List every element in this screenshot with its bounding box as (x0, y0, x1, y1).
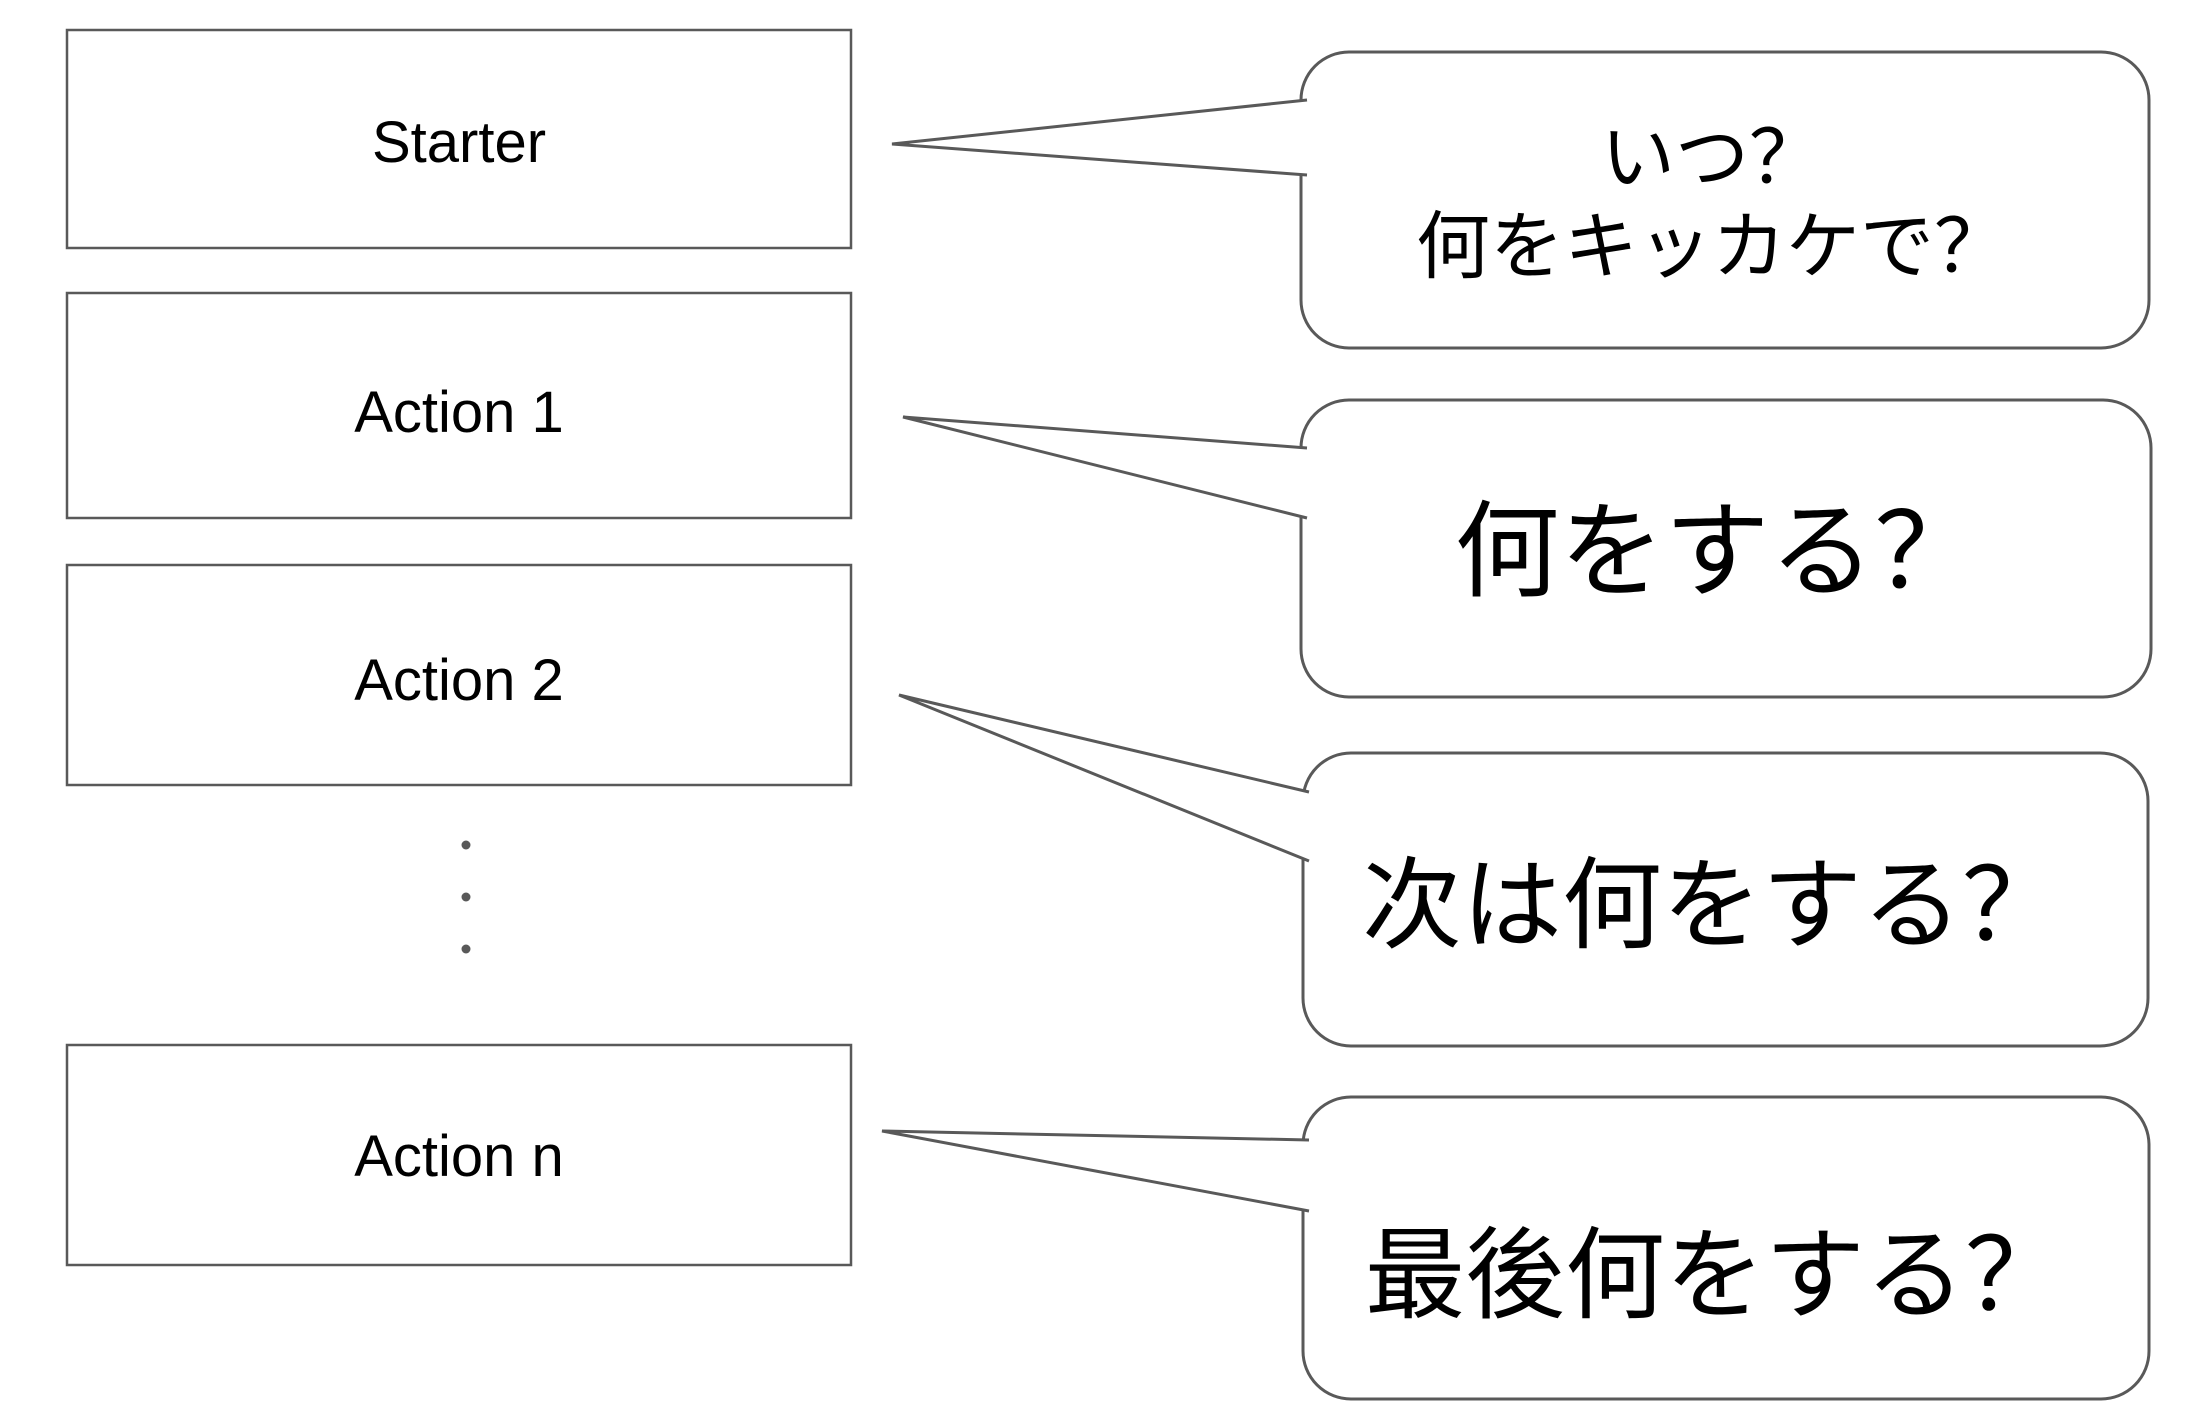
starter-box: Starter (65, 28, 853, 250)
speech-bubble-action-n-body (1301, 1095, 2151, 1401)
action-1-box-rect (65, 291, 853, 520)
speech-bubble-action-2: 次は何をする？ (898, 693, 2150, 1048)
speech-bubble-starter-tail (891, 98, 1308, 177)
ellipsis-dot (461, 944, 471, 954)
ellipsis-dot (461, 840, 471, 850)
speech-bubble-starter-text-line-1: いつ？ (1601, 116, 1823, 199)
vertical-ellipsis (461, 840, 471, 954)
starter-box-label: Starter (372, 110, 546, 175)
starter-box-rect (65, 28, 853, 250)
action-1-box: Action 1 (65, 291, 853, 520)
speech-bubble-action-1-text: 何をする？ (1454, 494, 1979, 611)
action-2-box: Action 2 (65, 563, 853, 787)
speech-bubble-starter-text-line-2: 何をキッカケで？ (1416, 205, 2008, 288)
speech-bubble-action-2-text: 次は何をする？ (1362, 850, 2062, 962)
action-n-box-rect (65, 1043, 853, 1267)
speech-bubble-action-n: 最後何をする？ (881, 1095, 2151, 1401)
speech-bubble-action-1-body (1299, 398, 2153, 699)
speech-bubble-starter-body (1299, 50, 2151, 350)
speech-bubble-starter: いつ？ 何をキッカケで？ (891, 50, 2151, 350)
action-n-box: Action n (65, 1043, 853, 1267)
speech-bubble-action-n-text: 最後何をする？ (1365, 1220, 2065, 1332)
speech-bubble-action-2-tail (898, 693, 1310, 863)
action-2-box-rect (65, 563, 853, 787)
speech-bubble-action-1: 何をする？ (902, 398, 2153, 699)
action-n-box-label: Action n (354, 1124, 564, 1189)
action-1-box-label: Action 1 (354, 380, 564, 445)
speech-bubble-action-n-tail (881, 1129, 1310, 1213)
speech-bubble-action-2-body (1301, 751, 2150, 1048)
action-2-box-label: Action 2 (354, 648, 564, 713)
speech-bubble-action-1-tail (902, 415, 1308, 520)
ellipsis-dot (461, 892, 471, 902)
